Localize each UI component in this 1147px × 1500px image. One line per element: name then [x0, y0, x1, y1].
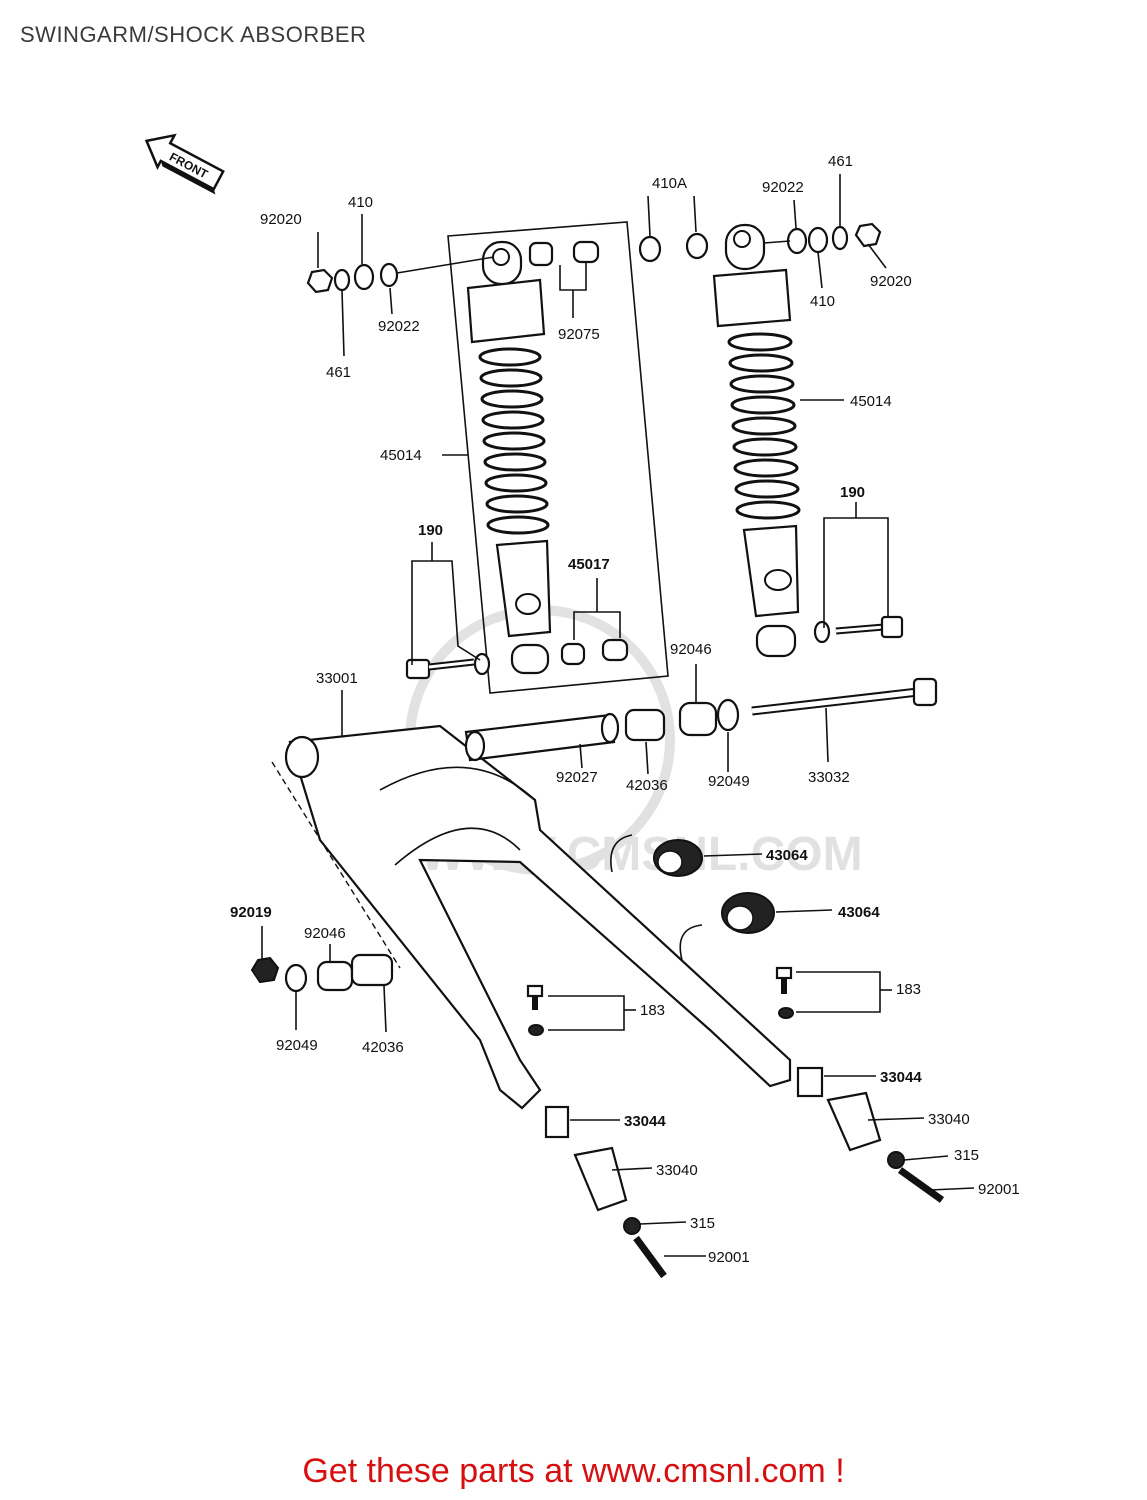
label-45014-b: 45014 — [850, 393, 892, 410]
label-92027: 92027 — [556, 769, 598, 786]
label-92001-b: 92001 — [978, 1181, 1020, 1198]
label-92019: 92019 — [230, 904, 272, 921]
label-33040-a: 33040 — [656, 1162, 698, 1179]
label-92075: 92075 — [558, 326, 600, 343]
label-42036-a: 42036 — [626, 777, 668, 794]
promo-footer[interactable]: Get these parts at www.cmsnl.com ! — [302, 1452, 845, 1490]
label-45014-a: 45014 — [380, 447, 422, 464]
damper-43064-a — [653, 839, 703, 877]
damper-43064-b — [721, 892, 775, 934]
label-33001: 33001 — [316, 670, 358, 687]
label-315-b: 315 — [954, 1147, 979, 1164]
label-92001-a: 92001 — [708, 1249, 750, 1266]
label-43064-a: 43064 — [766, 847, 808, 864]
left-shock-absorber — [405, 240, 629, 680]
label-92049-a: 92049 — [708, 773, 750, 790]
label-315-a: 315 — [690, 1215, 715, 1232]
label-190-a: 190 — [418, 522, 443, 539]
label-183-a: 183 — [640, 1002, 665, 1019]
label-410A: 410A — [652, 175, 687, 192]
label-461-b: 461 — [828, 153, 853, 170]
label-92020-b: 92020 — [870, 273, 912, 290]
label-190-b: 190 — [840, 484, 865, 501]
label-33044-b: 33044 — [880, 1069, 922, 1086]
part-labels: 92020 410 92022 461 92075 410A 92022 461… — [230, 153, 1020, 1266]
leader-lines — [261, 174, 975, 1257]
label-92049-b: 92049 — [276, 1037, 318, 1054]
label-410-b: 410 — [810, 293, 835, 310]
label-92046-a: 92046 — [670, 641, 712, 658]
right-shock-absorber — [712, 223, 904, 658]
front-arrow-icon: FRONT — [144, 133, 225, 195]
label-33032: 33032 — [808, 769, 850, 786]
swingarm — [250, 677, 945, 1279]
parts-diagram: WWW.CMSNL.COM FRONT — [144, 133, 1020, 1279]
label-410-a: 410 — [348, 194, 373, 211]
label-92046-b: 92046 — [304, 925, 346, 942]
label-92020-a: 92020 — [260, 211, 302, 228]
label-183-b: 183 — [896, 981, 921, 998]
label-42036-b: 42036 — [362, 1039, 404, 1056]
page-title: SWINGARM/SHOCK ABSORBER — [20, 22, 367, 47]
top-hardware — [306, 222, 882, 294]
label-45017: 45017 — [568, 556, 610, 573]
label-92022-b: 92022 — [762, 179, 804, 196]
label-92022-a: 92022 — [378, 318, 420, 335]
label-33040-b: 33040 — [928, 1111, 970, 1128]
label-33044-a: 33044 — [624, 1113, 666, 1130]
label-461-a: 461 — [326, 364, 351, 381]
left-shock-frame — [447, 221, 669, 694]
label-43064-b: 43064 — [838, 904, 880, 921]
